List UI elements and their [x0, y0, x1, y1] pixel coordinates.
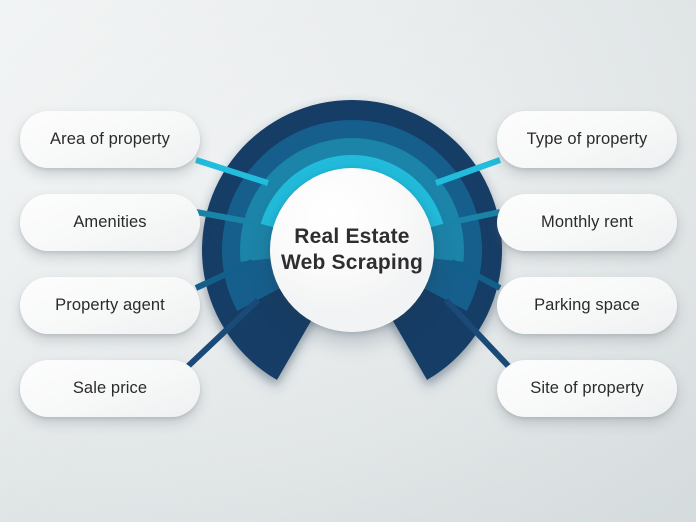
node-sale-price[interactable]: Sale price — [20, 360, 200, 417]
node-label: Monthly rent — [541, 213, 633, 231]
connector-left-1 — [195, 157, 269, 186]
node-label: Area of property — [50, 130, 170, 148]
node-label: Sale price — [72, 379, 148, 397]
node-label: Site of property — [530, 379, 644, 397]
node-property-agent[interactable]: Property agent — [20, 277, 200, 334]
center-title-line-2: Web Scraping — [280, 251, 424, 274]
connector-left-4 — [180, 297, 261, 374]
node-site-of-property[interactable]: Site of property — [497, 360, 677, 417]
connector-left-2 — [195, 209, 257, 226]
connectors-right — [434, 157, 516, 374]
connectors-left — [180, 157, 269, 374]
node-area-of-property[interactable]: Area of property — [20, 111, 200, 168]
center-title-line-1: Real Estate — [294, 225, 410, 249]
connector-right-4 — [443, 297, 516, 374]
node-type-of-property[interactable]: Type of property — [497, 111, 677, 168]
connector-right-1 — [434, 157, 502, 186]
connector-left-3 — [194, 259, 254, 291]
node-label: Parking space — [534, 296, 640, 314]
node-label: Property agent — [55, 296, 165, 314]
node-parking-space[interactable]: Parking space — [497, 277, 677, 334]
node-label: Type of property — [526, 130, 648, 148]
connector-right-2 — [447, 209, 501, 226]
connector-right-3 — [450, 259, 502, 291]
center-hub-label: Real Estate Web Scraping — [281, 224, 423, 275]
node-monthly-rent[interactable]: Monthly rent — [497, 194, 677, 251]
node-label: Amenities — [73, 213, 147, 231]
center-hub: Real Estate Web Scraping — [270, 168, 434, 332]
node-amenities[interactable]: Amenities — [20, 194, 200, 251]
